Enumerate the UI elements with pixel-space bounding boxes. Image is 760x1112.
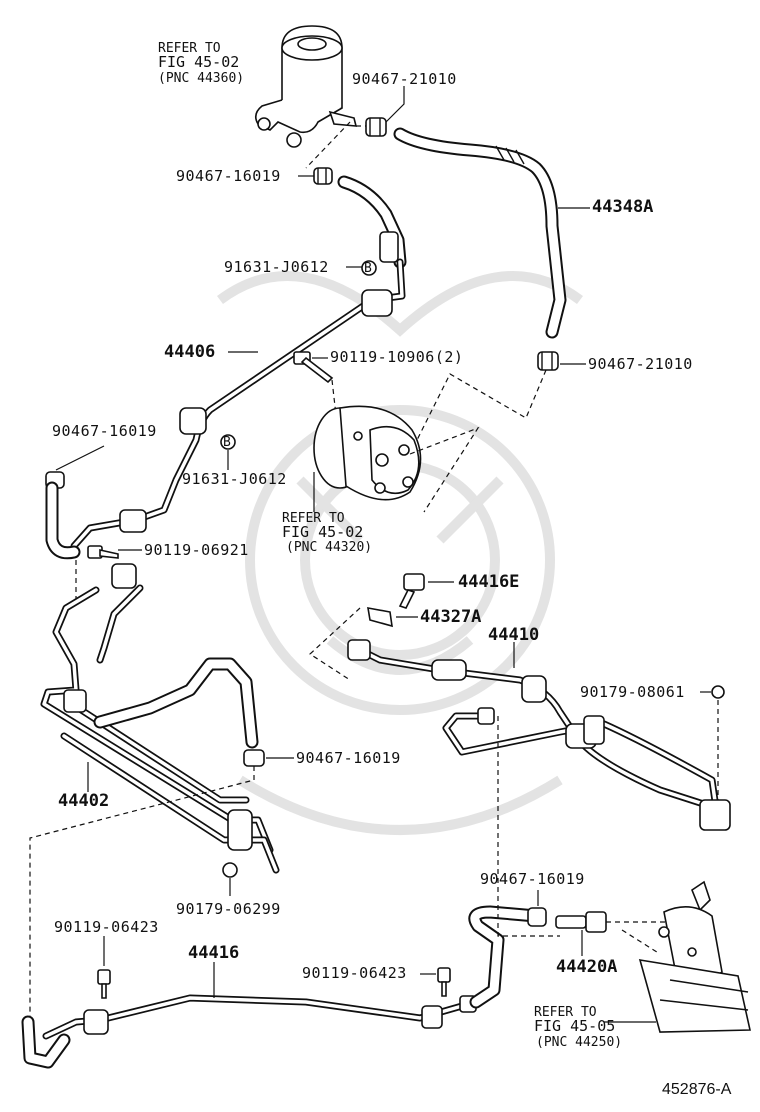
hose-clip[interactable] xyxy=(243,749,265,767)
figure-id: 452876-A xyxy=(662,1081,732,1098)
union-bolt[interactable] xyxy=(398,573,425,609)
part-number-label[interactable]: 90467-21010 xyxy=(588,355,693,373)
part-number-label[interactable]: 44410 xyxy=(488,625,539,645)
part-number-label[interactable]: 90119-06423 xyxy=(302,964,407,982)
refer-line-3: (PNC 44320) xyxy=(286,540,372,555)
hose-clip[interactable] xyxy=(365,117,387,137)
steering-gear-housing xyxy=(638,880,751,1033)
reservoir-refer-note[interactable]: REFER TO FIG 45-02 (PNC 44360) xyxy=(158,41,244,86)
part-number-label[interactable]: 44420A xyxy=(556,957,617,977)
bolt[interactable] xyxy=(87,545,119,559)
pump-refer-note[interactable]: REFER TO FIG 45-02 (PNC 44320) xyxy=(282,511,372,555)
grommet-b-icon[interactable] xyxy=(220,434,236,450)
nut-icon[interactable] xyxy=(711,685,725,699)
return-hose-44348a[interactable] xyxy=(393,127,567,339)
reservoir xyxy=(254,25,358,148)
gasket[interactable] xyxy=(367,607,393,628)
cooler-tube-44402[interactable] xyxy=(40,563,280,874)
return-hose[interactable] xyxy=(21,905,543,1069)
part-number-label[interactable]: 90467-21010 xyxy=(352,70,457,88)
bolt[interactable] xyxy=(437,967,451,997)
refer-line-1: REFER TO xyxy=(282,511,345,526)
refer-line-3: (PNC 44360) xyxy=(158,71,244,86)
refer-line-3: (PNC 44250) xyxy=(536,1035,622,1050)
part-number-label[interactable]: 44402 xyxy=(58,791,109,811)
return-tube-44416[interactable] xyxy=(42,994,480,1040)
part-number-label[interactable]: 90119-06921 xyxy=(144,541,249,559)
refer-line-2: FIG 45-02 xyxy=(158,53,239,71)
nut-icon[interactable] xyxy=(222,862,238,878)
part-number-label[interactable]: 90179-06299 xyxy=(176,900,281,918)
union-fitting[interactable] xyxy=(555,911,607,933)
part-number-label[interactable]: 91631-J0612 xyxy=(182,470,287,488)
part-number-label[interactable]: 90119-10906(2) xyxy=(330,348,463,366)
part-number-label[interactable]: 44327A xyxy=(420,607,481,627)
part-number-label[interactable]: 90467-16019 xyxy=(176,167,281,185)
left-hose[interactable] xyxy=(45,481,81,560)
bolt[interactable] xyxy=(97,969,111,999)
hose-clip[interactable] xyxy=(313,167,333,185)
power-steering-pump xyxy=(313,405,422,501)
cooler-hose[interactable] xyxy=(93,657,259,749)
pressure-tube-44406[interactable] xyxy=(70,231,406,550)
grommet-letter: B xyxy=(223,435,231,450)
refer-line-1: REFER TO xyxy=(534,1005,597,1020)
part-number-label[interactable]: 90467-16019 xyxy=(52,422,157,440)
hose-clip[interactable] xyxy=(527,907,547,927)
gear-refer-note[interactable]: REFER TO FIG 45-05 (PNC 44250) xyxy=(534,1005,622,1050)
refer-line-2: FIG 45-02 xyxy=(282,523,363,541)
bolt[interactable] xyxy=(293,351,334,384)
part-number-label[interactable]: 90119-06423 xyxy=(54,918,159,936)
part-number-label[interactable]: 44416 xyxy=(188,943,239,963)
suction-hose[interactable] xyxy=(337,175,407,269)
grommet-letter: B xyxy=(364,261,372,276)
part-number-label[interactable]: 90467-16019 xyxy=(480,870,585,888)
part-number-label[interactable]: 44348A xyxy=(592,197,653,217)
refer-line-1: REFER TO xyxy=(158,41,221,56)
part-number-label[interactable]: 44416E xyxy=(458,572,519,592)
part-number-label[interactable]: 91631-J0612 xyxy=(224,258,329,276)
hose-clip[interactable] xyxy=(537,351,559,371)
part-number-label[interactable]: 44406 xyxy=(164,342,215,362)
part-number-label[interactable]: 90467-16019 xyxy=(296,749,401,767)
pressure-tube-44410[interactable] xyxy=(347,639,731,831)
part-number-label[interactable]: 90179-08061 xyxy=(580,683,685,701)
refer-line-2: FIG 45-05 xyxy=(534,1017,615,1035)
grommet-b-icon[interactable] xyxy=(361,260,377,276)
